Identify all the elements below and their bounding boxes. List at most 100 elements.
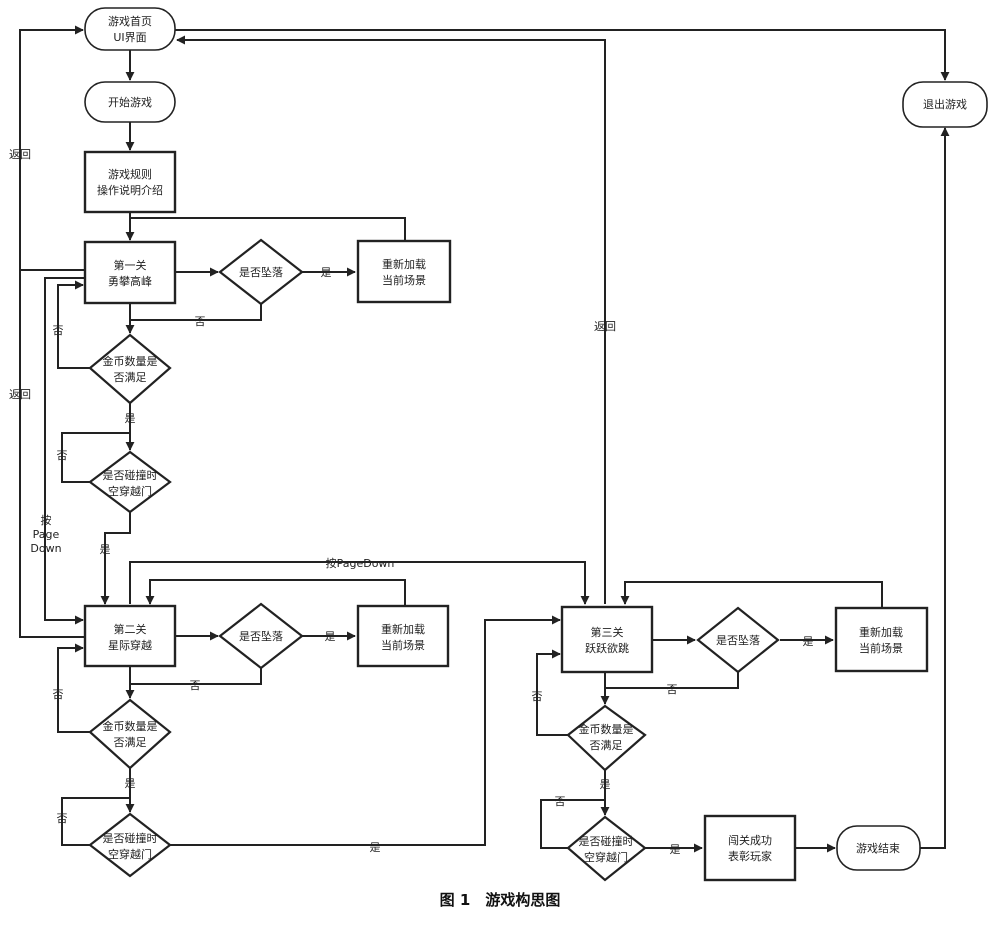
node-reload1-line-2: 当前场景 (382, 273, 426, 287)
node-portal3-line-1: 是否碰撞时 (579, 834, 634, 848)
edge-level3-back-home (176, 35, 606, 604)
node-home: 游戏首页 UI界面 (84, 7, 176, 51)
node-exit-line-1: 退出游戏 (923, 97, 967, 111)
label-coin3-yes: 是 (600, 778, 611, 791)
node-portal3-line-2: 空穿越门 (584, 850, 628, 864)
label-portal3-yes: 是 (670, 843, 681, 856)
node-fall2-line-1: 是否坠落 (239, 630, 283, 643)
label-portal2-no: 否 (57, 812, 68, 825)
node-reload3-line-1: 重新加载 (859, 625, 903, 639)
edge-fall2-no (130, 668, 262, 685)
edge-portal3-no (540, 799, 605, 849)
node-fall3-line-1: 是否坠落 (716, 634, 760, 647)
label-pagedown-inline: 按PageDown (326, 556, 395, 570)
node-rules-line-1: 游戏规则 (108, 167, 152, 181)
node-coin2: 金币数量是 否满足 (88, 698, 172, 770)
label-fall3-yes: 是 (803, 635, 814, 648)
node-home-line-2: UI界面 (113, 31, 146, 44)
node-portal2-line-2: 空穿越门 (108, 847, 152, 861)
edge-portal2-yes-level3 (170, 615, 561, 846)
label-fall1-yes: 是 (321, 266, 332, 279)
label-coin2-yes: 是 (125, 777, 136, 790)
node-level1: 第一关 勇攀高峰 (83, 240, 177, 305)
label-portal2-yes: 是 (370, 841, 381, 854)
node-level1-line-1: 第一关 (114, 258, 147, 272)
edge-pagedown-level2-level3 (129, 561, 590, 605)
edge-coin1-no-level1 (57, 280, 90, 369)
label-back-2: 返回 (9, 388, 31, 401)
node-home-line-1: 游戏首页 (108, 14, 152, 28)
edge-reload2-to-level2 (145, 579, 406, 606)
node-portal1: 是否碰撞时 空穿越门 (88, 450, 172, 514)
label-portal1-no: 否 (57, 449, 68, 462)
node-portal2-line-1: 是否碰撞时 (103, 831, 158, 845)
node-coin2-line-1: 金币数量是 (103, 719, 158, 733)
node-fall3: 是否坠落 (696, 606, 780, 674)
label-coin1-yes: 是 (125, 412, 136, 425)
node-reload2-line-1: 重新加载 (381, 622, 425, 636)
edge-portal1-no (61, 432, 130, 483)
node-start: 开始游戏 (84, 81, 176, 123)
edge-portal1-yes-level2 (100, 512, 131, 605)
node-rules: 游戏规则 操作说明介绍 (83, 150, 177, 214)
label-portal1-yes: 是 (100, 543, 111, 556)
node-fall1: 是否坠落 (218, 238, 304, 306)
label-pagedown-line-3: Down (30, 542, 61, 555)
node-fall2: 是否坠落 (218, 602, 304, 670)
node-level2-line-2: 星际穿越 (108, 638, 152, 652)
edge-fall1-no (130, 304, 262, 321)
node-reload2: 重新加载 当前场景 (356, 604, 450, 668)
node-exit: 退出游戏 (902, 81, 988, 128)
node-clear: 闯关成功 表彰玩家 (703, 814, 797, 882)
edge-level2-back-home (19, 270, 85, 638)
edge-coin3-no-level3 (536, 649, 568, 736)
edge-end-to-exit (920, 127, 950, 849)
node-level3: 第三关 跃跃欲跳 (560, 605, 654, 674)
node-coin3-line-1: 金币数量是 (579, 722, 634, 736)
node-coin1-line-2: 否满足 (114, 371, 147, 384)
label-pagedown-line-1: 按 (41, 513, 52, 527)
edge-home-to-exit (175, 29, 950, 81)
label-portal3-no: 否 (555, 795, 566, 808)
node-coin2-line-2: 否满足 (114, 736, 147, 749)
node-fall1-line-1: 是否坠落 (239, 266, 283, 279)
node-reload3: 重新加载 当前场景 (834, 606, 929, 673)
label-coin1-no: 否 (53, 324, 64, 337)
node-coin3: 金币数量是 否满足 (566, 704, 647, 772)
node-start-line-1: 开始游戏 (108, 95, 152, 109)
node-reload1-line-1: 重新加载 (382, 257, 426, 271)
label-fall2-no: 否 (190, 679, 201, 692)
label-fall2-yes: 是 (325, 630, 336, 643)
figure-caption: 图 1 游戏构思图 (439, 891, 561, 909)
node-level3-line-2: 跃跃欲跳 (585, 641, 629, 655)
edge-portal2-no (61, 797, 130, 846)
node-rules-line-2: 操作说明介绍 (97, 183, 163, 197)
node-clear-line-2: 表彰玩家 (728, 849, 772, 863)
node-clear-line-1: 闯关成功 (728, 833, 772, 847)
node-portal3: 是否碰撞时 空穿越门 (566, 815, 647, 882)
edge-fall3-no (605, 672, 739, 689)
node-end: 游戏结束 (836, 825, 921, 871)
node-reload3-line-2: 当前场景 (859, 641, 903, 655)
node-coin3-line-2: 否满足 (590, 739, 623, 752)
edge-back-to-home (19, 25, 85, 271)
label-fall1-no: 否 (195, 315, 206, 328)
edge-coin2-no-level2 (57, 643, 90, 733)
node-portal1-line-1: 是否碰撞时 (103, 468, 158, 482)
node-reload2-line-2: 当前场景 (381, 638, 425, 652)
node-level2: 第二关 星际穿越 (83, 604, 177, 668)
label-back-3: 返回 (594, 320, 616, 333)
edge-pagedown-level1-level2 (44, 277, 85, 625)
label-back-1: 返回 (9, 148, 31, 161)
node-coin1: 金币数量是 否满足 (88, 333, 172, 405)
edge-reload3-to-level3 (620, 581, 883, 608)
node-reload1: 重新加载 当前场景 (356, 239, 452, 304)
edge-reload1-to-level1 (130, 217, 406, 241)
label-fall3-no: 否 (667, 683, 678, 696)
node-level2-line-1: 第二关 (114, 622, 147, 636)
label-pagedown-line-2: Page (33, 528, 60, 541)
node-level3-line-1: 第三关 (591, 625, 624, 639)
node-level1-line-2: 勇攀高峰 (108, 274, 152, 288)
node-portal2: 是否碰撞时 空穿越门 (88, 812, 172, 878)
